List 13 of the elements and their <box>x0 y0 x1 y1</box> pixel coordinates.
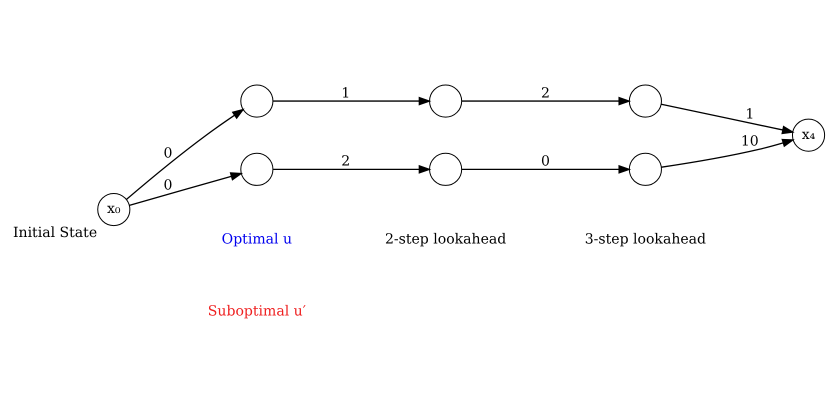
label: Optimal u <box>222 230 292 247</box>
edge-label: 1 <box>745 106 754 122</box>
edge-label: 0 <box>164 145 172 161</box>
edge-label: 2 <box>341 153 350 170</box>
edge-label: 1 <box>341 84 350 101</box>
edge-label: 0 <box>164 177 172 194</box>
label: 3-step lookahead <box>584 230 706 247</box>
edge-label: 10 <box>740 132 759 149</box>
edge-label: 0 <box>541 153 550 170</box>
label: Suboptimal u′ <box>208 303 306 320</box>
label: 2-step lookahead <box>384 230 506 247</box>
edge-label: 2 <box>541 84 550 101</box>
node-label: Initial State <box>12 224 98 240</box>
